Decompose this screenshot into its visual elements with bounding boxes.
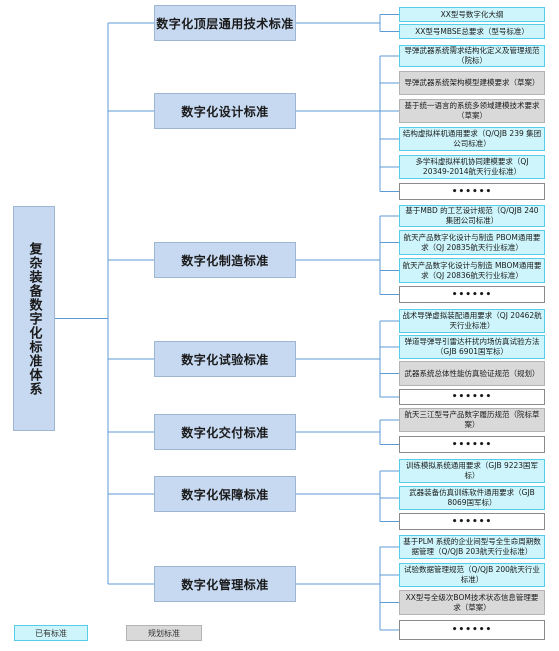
category-support: 数字化保障标准 <box>154 476 296 512</box>
standard-item: 导弹武器系统需求结构化定义及管理规范（院标） <box>399 45 545 67</box>
standard-item: 基于PLM 系统的企业间型号全生命周期数据管理（Q/QJB 203航天行业标准） <box>399 535 545 559</box>
standard-item: 导弹武器系统架构模型建模要求（草案） <box>399 71 545 95</box>
standard-item: XX型号MBSE总要求（型号标准） <box>399 24 545 39</box>
standard-item-ellipsis: •••••• <box>399 620 545 640</box>
standard-item-ellipsis: •••••• <box>399 286 545 303</box>
standard-item: 试验数据管理规范（Q/QJB 200航天行业标准） <box>399 563 545 587</box>
standard-item: 训练模拟系统通用要求（GJB 9223国军标） <box>399 459 545 483</box>
standard-item: 多学科虚拟样机协同建模要求（QJ 20349-2014航天行业标准） <box>399 155 545 179</box>
standard-item-ellipsis: •••••• <box>399 183 545 200</box>
standard-item-ellipsis: •••••• <box>399 436 545 453</box>
category-manufacturing: 数字化制造标准 <box>154 242 296 278</box>
root-node: 复杂装备数字化标准体系 <box>13 206 55 431</box>
standard-item: XX型号数字化大纲 <box>399 7 545 22</box>
standard-item: 航天产品数字化设计与制造 MBOM通用要求（QJ 20836航天行业标准） <box>399 258 545 283</box>
standard-item: 航天三江型号产品数字履历规范（院标草案） <box>399 408 545 432</box>
category-delivery: 数字化交付标准 <box>154 414 296 450</box>
legend-planned-standard: 规划标准 <box>126 625 202 641</box>
category-design: 数字化设计标准 <box>154 93 296 129</box>
standard-item: 武器系统总体性能仿真验证规范（规划） <box>399 361 545 386</box>
standard-item-ellipsis: •••••• <box>399 389 545 405</box>
category-testing: 数字化试验标准 <box>154 341 296 377</box>
standard-item: XX型号全级次BOM技术状态信息管理要求（草案） <box>399 590 545 615</box>
standard-item: 弹道导弹导引雷达杆扰内场仿真试验方法（GJB 6901国军标） <box>399 335 545 359</box>
standard-item: 基于MBD 的工艺设计规范（Q/QJB 240 集团公司标准） <box>399 205 545 227</box>
standard-item-ellipsis: •••••• <box>399 513 545 530</box>
standard-item: 武器装备仿真训练软件通用要求（GJB 8069国军标） <box>399 486 545 510</box>
standard-item: 战术导弹虚拟装配通用要求（QJ 20462航天行业标准） <box>399 309 545 333</box>
category-management: 数字化管理标准 <box>154 566 296 602</box>
legend-existing-standard: 已有标准 <box>14 625 88 641</box>
category-top-level-general: 数字化顶层通用技术标准 <box>154 5 296 41</box>
standard-item: 基于统一语言的系统多领域建模技术要求（草案） <box>399 99 545 123</box>
standard-item: 航天产品数字化设计与制造 PBOM通用要求（QJ 20835航天行业标准） <box>399 230 545 255</box>
standard-item: 结构虚拟样机通用要求（Q/QJB 239 集团公司标准） <box>399 127 545 151</box>
